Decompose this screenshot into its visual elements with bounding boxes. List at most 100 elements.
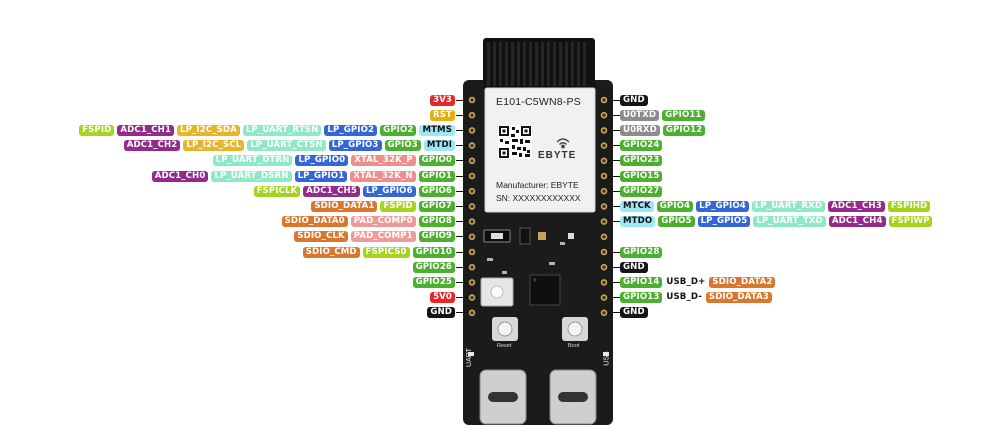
pin-label-gpio: GPIO27 <box>620 185 663 197</box>
module-brand: EBYTE <box>538 150 577 161</box>
right-pin-row-1: GND <box>620 94 648 106</box>
component <box>568 233 574 239</box>
header-pin-hole <box>602 113 606 117</box>
pin-connector-line <box>456 99 468 101</box>
status-led <box>468 352 474 356</box>
status-led <box>603 352 609 356</box>
pin-label-gpio: GPIO14 <box>620 276 663 288</box>
pin-label-power: 5V0 <box>430 292 455 304</box>
pin-label-lp_gpio: LP_GPIO3 <box>328 140 382 152</box>
header-pin-hole <box>470 98 474 102</box>
right-pin-row-11: GPIO28 <box>620 246 663 258</box>
left-pin-row-13: GPIO25 <box>412 276 455 288</box>
pin-connector-line <box>608 221 620 223</box>
header-pin-hole <box>470 235 474 239</box>
pin-label-fspi: FSPICLK <box>253 185 301 197</box>
pin-label-sdio: SDIO_CLK <box>294 231 348 243</box>
right-pin-row-12: GND <box>620 261 648 273</box>
pin-label-xtal: XTAL_32K_N <box>350 170 416 182</box>
pin-connector-line <box>456 236 468 238</box>
pin-label-gpio: GPIO23 <box>620 155 663 167</box>
pin-label-gpio: GPIO6 <box>418 185 455 197</box>
pin-label-gpio: GPIO10 <box>412 246 455 258</box>
left-pin-row-2: RST <box>430 109 455 121</box>
header-pin-hole <box>602 265 606 269</box>
pin-label-gpio: GPIO9 <box>418 231 455 243</box>
pin-label-gpio: GPIO11 <box>662 109 705 121</box>
pin-label-gnd: GND <box>620 307 648 319</box>
pin-connector-line <box>456 175 468 177</box>
header-pin-hole <box>602 220 606 224</box>
pin-label-fspi: FSPID <box>380 200 416 212</box>
pin-label-usb: USB_D+ <box>665 276 707 288</box>
left-pin-row-1: 3V3 <box>430 94 455 106</box>
left-pin-row-14: 5V0 <box>430 292 455 304</box>
pin-label-fspi: FSPID <box>79 124 115 136</box>
pin-label-jtag: MTMS <box>419 124 455 136</box>
pin-connector-line <box>456 266 468 268</box>
pin-connector-line <box>608 312 620 314</box>
header-pin-hole <box>602 311 606 315</box>
pin-label-xtal: XTAL_32K_P <box>351 155 416 167</box>
pin-label-lp_gpio: LP_GPIO6 <box>362 185 416 197</box>
wifi-logo-icon <box>556 138 570 149</box>
header-pin-hole <box>602 204 606 208</box>
header-pin-hole <box>470 311 474 315</box>
header-pin-hole <box>602 189 606 193</box>
pin-label-adc: ADC1_CH0 <box>151 170 209 182</box>
pin-connector-line <box>456 251 468 253</box>
header-pin-hole <box>602 128 606 132</box>
qr-code-icon <box>498 125 532 159</box>
pin-connector-line <box>456 221 468 223</box>
pin-label-gpio: GPIO25 <box>412 276 455 288</box>
header-pin-hole <box>602 250 606 254</box>
pin-label-gpio: GPIO12 <box>662 124 706 136</box>
pin-label-pad: PAD_COMP0 <box>350 216 416 228</box>
pin-connector-line <box>456 281 468 283</box>
pin-label-gnd: GND <box>620 261 648 273</box>
component <box>487 258 493 261</box>
pin-label-jtag: MTCK <box>620 200 654 212</box>
module-shield <box>484 87 596 213</box>
pin-label-gpio: GPIO26 <box>412 261 455 273</box>
right-pin-row-4: GPIO24 <box>620 140 663 152</box>
header-pin-hole <box>470 174 474 178</box>
header-pin-hole <box>602 174 606 178</box>
pin-label-lp_gpio: LP_GPIO4 <box>696 200 749 212</box>
component <box>560 242 565 245</box>
pin-label-sdio: SDIO_DATA0 <box>281 216 348 228</box>
pin-label-lp_uart: LP_UART_RXD <box>751 200 826 212</box>
pin-label-sdio: SDIO_CMD <box>302 246 360 258</box>
usb-label: USB <box>603 351 611 366</box>
pin-connector-line <box>608 114 620 116</box>
pin-label-gpio: GPIO3 <box>384 140 421 152</box>
component <box>519 227 531 245</box>
pin-connector-line <box>608 145 620 147</box>
pin-label-gpio: GPIO28 <box>620 246 663 258</box>
pin-label-fspi: FSPIWP <box>888 216 933 228</box>
component <box>538 232 546 240</box>
pin-label-gpio: GPIO13 <box>620 292 663 304</box>
header-pin-hole <box>470 204 474 208</box>
pin-label-lp_i2c: LP_I2C_SDA <box>177 124 240 136</box>
pin-label-lp_uart: LP_UART_RTSN <box>242 124 322 136</box>
module-model: E101-C5WN8-PS <box>496 96 581 108</box>
reset-label: Reset <box>497 343 512 349</box>
header-pin-hole <box>470 296 474 300</box>
pin-label-adc: ADC1_CH4 <box>828 216 886 228</box>
right-pin-row-6: GPIO15 <box>620 170 663 182</box>
reset-button <box>497 321 513 337</box>
pin-label-uart0: U0RXD <box>620 124 660 136</box>
component <box>502 271 507 274</box>
pin-label-fspi: FSPIHD <box>887 200 931 212</box>
pin-label-sdio: SDIO_DATA2 <box>709 276 776 288</box>
